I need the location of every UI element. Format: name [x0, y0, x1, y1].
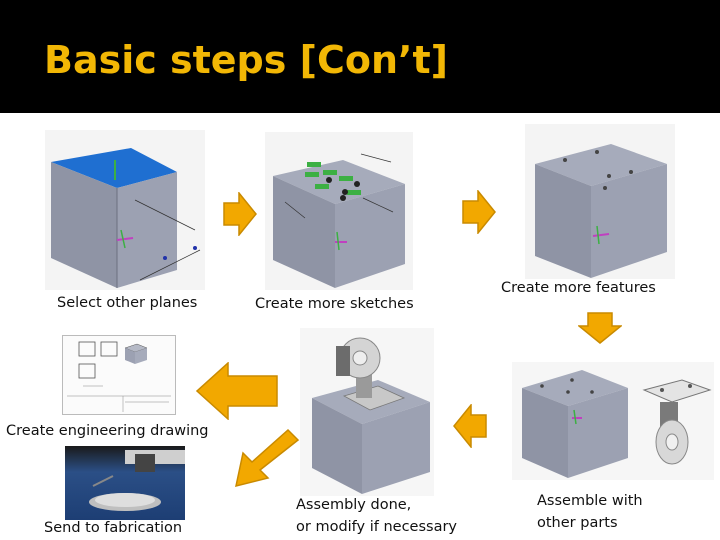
arrow-down — [578, 312, 622, 344]
arrow-right-1 — [223, 192, 257, 236]
caption-assembly: Assembly done, or modify if necessary — [296, 494, 457, 538]
arrow-down-left — [232, 428, 300, 490]
assembly-image — [300, 328, 434, 496]
caption-assemble-parts: Assemble with other parts — [537, 490, 643, 534]
caption-fabrication: Send to fabrication — [44, 520, 183, 536]
cube-features-image — [525, 124, 675, 279]
caption-assembly-line2: or modify if necessary — [296, 519, 457, 535]
arrow-right-2 — [462, 190, 496, 234]
slide-title: Basic steps [Con’t] — [44, 38, 448, 82]
caption-assembly-line1: Assembly done, — [296, 497, 412, 513]
caption-engineering-drawing: Create engineering drawing — [6, 423, 209, 439]
assemble-parts-image — [512, 362, 714, 480]
arrow-left — [196, 362, 278, 420]
cube-select-planes-image — [45, 130, 205, 290]
caption-more-sketches: Create more sketches — [255, 296, 414, 312]
caption-assemble-line2: other parts — [537, 515, 618, 531]
caption-select-planes: Select other planes — [57, 295, 198, 311]
caption-assemble-line1: Assemble with — [537, 493, 643, 509]
caption-more-features: Create more features — [501, 280, 656, 296]
title-bar: Basic steps [Con’t] — [0, 0, 720, 113]
engineering-drawing-image — [62, 335, 176, 415]
cube-sketches-image — [265, 132, 413, 290]
arrow-left-small — [453, 404, 487, 448]
fabrication-image — [65, 446, 185, 520]
